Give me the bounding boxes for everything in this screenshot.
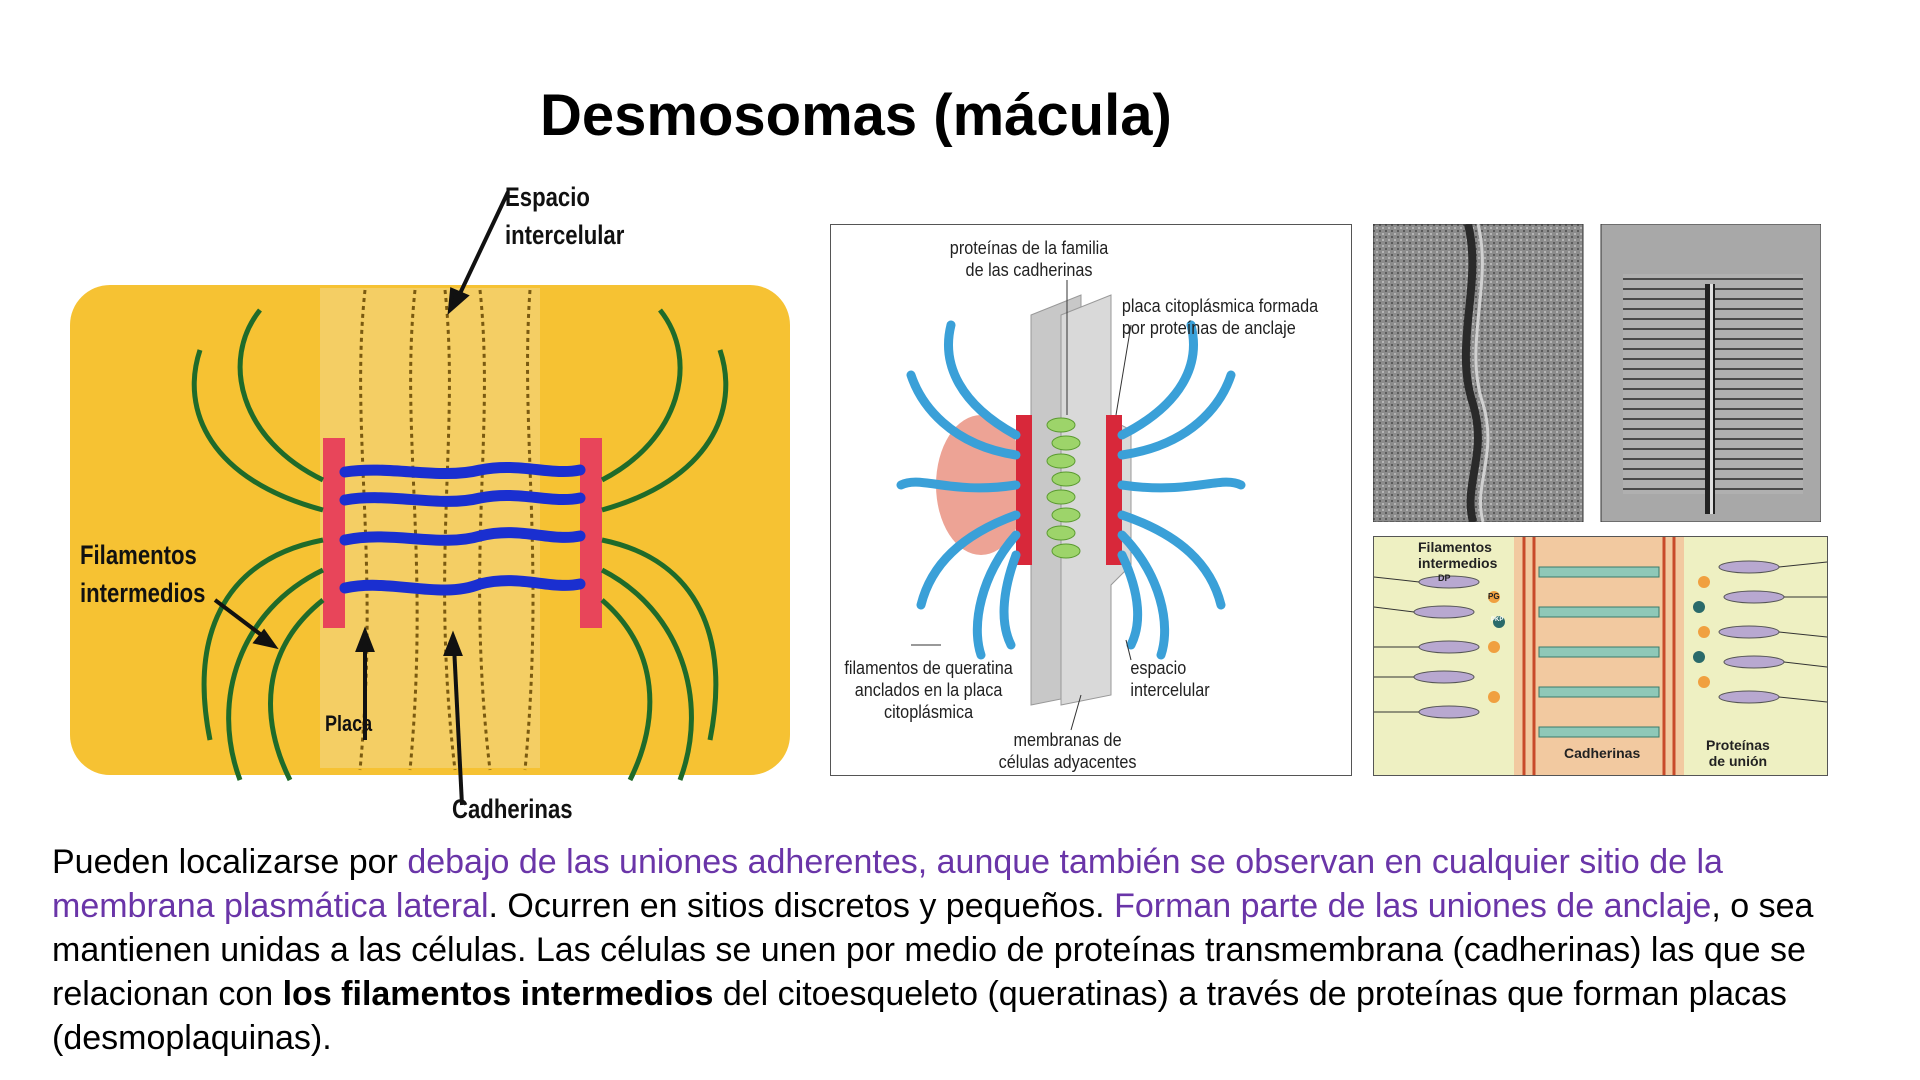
highlight-anchoring: Forman parte de las uniones de anclaje — [1114, 887, 1712, 925]
molecular-illustration — [1374, 537, 1827, 775]
plaque-right — [580, 438, 602, 628]
label-espacio-intercelular: Espacio intercelular — [505, 182, 625, 250]
label-dp: DP — [1438, 573, 1451, 583]
label-filamentos-intermedios: Filamentos intermedios — [80, 540, 206, 608]
desmosome-schematic-figure: Espacio intercelular Filamentos intermed… — [60, 180, 810, 840]
intermediate-filaments — [191, 308, 729, 782]
bold-intermediate-filaments: los filamentos intermedios — [282, 975, 714, 1013]
label-placa-citoplasmica: placa citoplásmica formada por proteínas… — [1121, 296, 1319, 338]
label-pkp: PKP — [1491, 617, 1504, 623]
cadherin-chains — [358, 289, 535, 771]
label-filamentos-queratina: filamentos de queratina anclados en la p… — [844, 658, 1013, 722]
text-segment: , o sea mantienen unidas a las células. … — [52, 887, 1814, 1013]
plaque-left — [323, 438, 345, 628]
label-pg: PG — [1488, 592, 1500, 601]
desmosome-3d-diagram: proteínas de la familia de las cadherina… — [830, 224, 1352, 776]
desmosome-3d-illustration — [896, 280, 1246, 731]
page-title: Desmosomas (mácula) — [540, 83, 1172, 148]
label-cadherinas: Cadherinas — [452, 794, 573, 824]
label-placa: Placa — [325, 711, 373, 736]
label-membranas: membranas de células adyacentes — [998, 730, 1137, 772]
label-proteinas-cadherinas: proteínas de la familia de las cadherina… — [949, 238, 1109, 280]
label-cadherinas-2: Cadherinas — [1564, 745, 1641, 761]
desmosome-molecular-diagram: Filamentos intermedios Cadherinas Proteí… — [1373, 536, 1828, 776]
label-proteinas-de-union: Proteínas de unión — [1706, 737, 1770, 769]
desmosome-schematic-illustration — [70, 191, 790, 806]
text-segment: . Ocurren en sitios discretos y pequeños… — [488, 887, 1115, 925]
highlight-location: debajo de las uniones adherentes, aunque… — [52, 843, 1723, 925]
text-segment: del citoesqueleto (queratinas) a través … — [52, 975, 1787, 1057]
electron-micrographs — [1372, 223, 1822, 524]
label-espacio-intercelular-2: espacio intercelular — [1130, 658, 1210, 700]
cadherin-bands — [339, 462, 586, 596]
label-filamentos-intermedios-2: Filamentos intermedios — [1418, 539, 1498, 571]
text-segment: Pueden localizarse por — [52, 843, 408, 881]
description-paragraph: Pueden localizarse por debajo de las uni… — [52, 840, 1882, 1060]
micrograph-images — [1372, 223, 1822, 524]
